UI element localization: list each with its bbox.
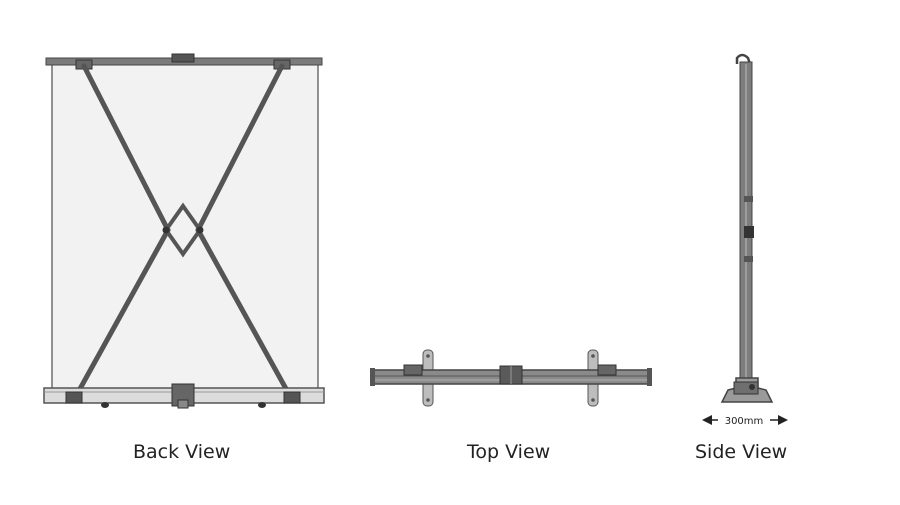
side-view-joint-upper	[744, 196, 753, 202]
side-view-joint-middle	[744, 226, 754, 238]
back-view-top-handle	[171, 53, 195, 63]
top-view-foot-left-hole-top	[426, 354, 430, 358]
side-view-label: Side View	[695, 441, 788, 463]
top-view-bracket-left	[403, 364, 423, 376]
top-view-foot-left-hole-bottom	[426, 398, 430, 402]
back-view	[43, 53, 325, 409]
side-view-dimension-arrow: 300mm	[702, 413, 788, 427]
side-view: 300mm	[702, 53, 788, 427]
back-view-base-left-bracket	[65, 391, 83, 404]
back-view-center-linkage	[163, 202, 203, 258]
back-view-arm-lower-left	[73, 227, 171, 399]
back-view-pivot-left	[162, 226, 170, 234]
back-view-arm-lower-right	[195, 227, 293, 399]
back-view-base-right-bracket	[283, 391, 301, 404]
side-view-dimension-label: 300mm	[725, 416, 764, 427]
top-view-label: Top View	[467, 441, 551, 463]
back-view-screen	[51, 63, 319, 389]
top-view-foot-right-hole-top	[591, 354, 595, 358]
back-view-arm-upper-left	[81, 63, 171, 233]
back-view-foot-right	[258, 402, 266, 408]
back-view-foot-left	[101, 402, 109, 408]
top-view-foot-right-hole-bottom	[591, 398, 595, 402]
top-view-end-cap-left	[370, 368, 375, 386]
top-view-bracket-right	[597, 364, 617, 376]
back-view-arm-upper-right	[195, 63, 285, 233]
side-view-joint-lower	[744, 256, 753, 262]
back-view-label: Back View	[133, 441, 231, 463]
back-view-base-handle-slot	[177, 399, 189, 409]
side-view-top-hook	[735, 53, 752, 65]
top-view-end-cap-right	[647, 368, 652, 386]
back-view-pivot-right	[196, 226, 204, 234]
side-view-base-knob	[749, 384, 755, 390]
top-view	[370, 349, 652, 407]
